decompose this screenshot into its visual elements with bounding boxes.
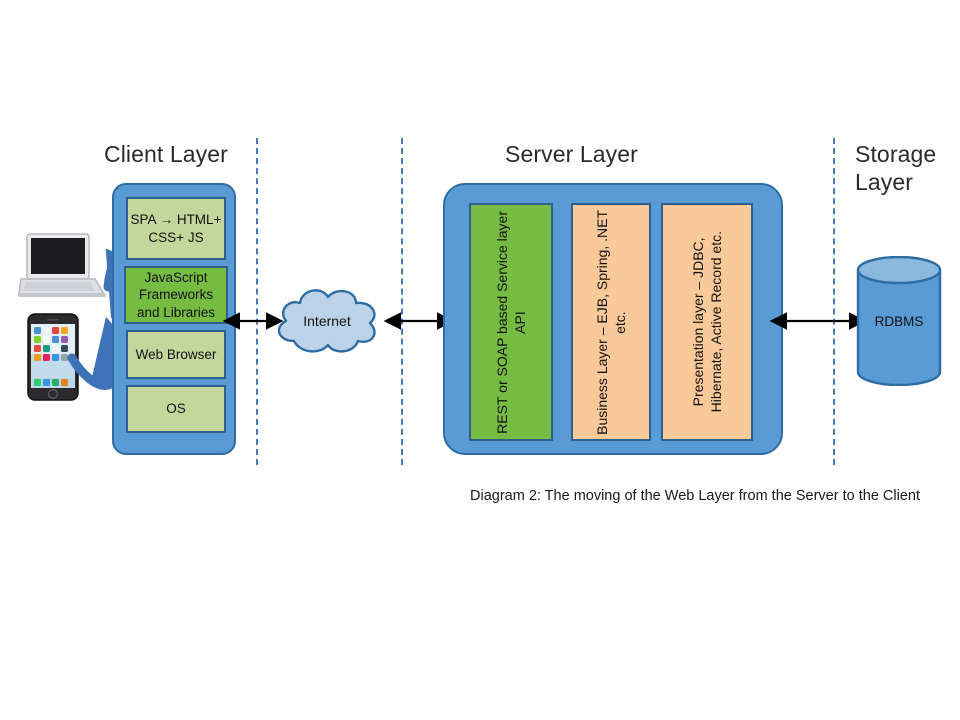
server-column-service-api-label: REST or SOAP based Service layer API (493, 210, 528, 434)
arrow-server-to-storage (769, 312, 867, 330)
client-box-javascript-frameworks[interactable]: JavaScript Frameworks and Libraries (124, 266, 228, 324)
smartphone-device (27, 313, 79, 401)
arrow-internet-to-server (383, 312, 455, 330)
divider-server-storage (833, 138, 835, 465)
server-container: REST or SOAP based Service layer API Bus… (443, 183, 783, 455)
client-box-spa[interactable]: SPA → HTML+ CSS+ JS (126, 197, 226, 260)
divider-internet-server (401, 138, 403, 465)
rdbms-label: RDBMS (874, 314, 924, 329)
server-column-service-api[interactable]: REST or SOAP based Service layer API (469, 203, 553, 441)
internet-cloud: Internet (268, 283, 386, 359)
laptop-device (18, 232, 106, 298)
client-box-os[interactable]: OS (126, 385, 226, 433)
server-column-presentation-layer-label: Presentation layer – JDBC, Hibernate, Ac… (689, 231, 724, 413)
storage-layer-title: Storage Layer (855, 141, 937, 196)
arrow-client-to-internet (222, 312, 284, 330)
client-layer-title: Client Layer (104, 141, 228, 167)
client-box-web-browser[interactable]: Web Browser (126, 330, 226, 379)
server-column-presentation-layer[interactable]: Presentation layer – JDBC, Hibernate, Ac… (661, 203, 753, 441)
server-column-business-layer[interactable]: Business Layer – EJB, Spring, .NET etc. (571, 203, 651, 441)
divider-client-internet (256, 138, 258, 465)
client-stack-container: SPA → HTML+ CSS+ JS JavaScript Framework… (112, 183, 236, 455)
internet-cloud-label: Internet (303, 313, 351, 329)
server-layer-title: Server Layer (505, 141, 638, 167)
server-column-business-layer-label: Business Layer – EJB, Spring, .NET etc. (593, 209, 628, 435)
diagram-caption: Diagram 2: The moving of the Web Layer f… (470, 488, 920, 504)
rdbms-cylinder[interactable]: RDBMS (855, 255, 943, 387)
